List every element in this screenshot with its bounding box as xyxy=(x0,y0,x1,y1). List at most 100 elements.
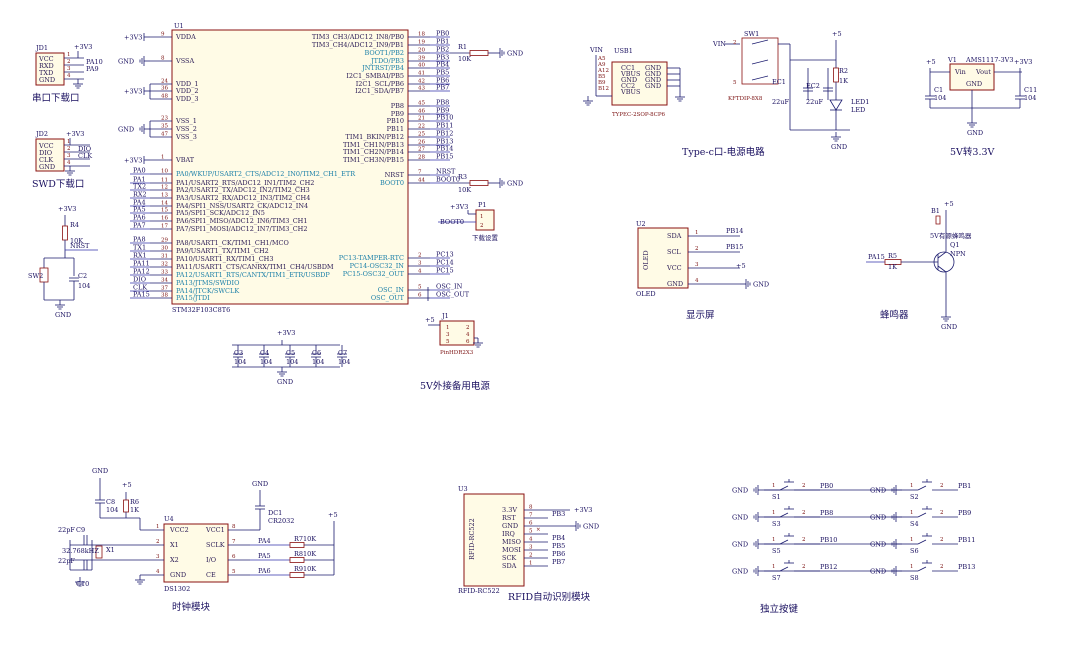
mcu-pin-num: 14 xyxy=(161,201,168,207)
jd2-net: CLK xyxy=(78,152,92,160)
rfid-pin-num: 4 xyxy=(529,537,533,543)
clock-pin-num: 2 xyxy=(156,539,160,545)
mcu-pin-num: 21 xyxy=(418,116,425,122)
mcu-pin-name: TIM1_CH3N/PB15 xyxy=(343,156,404,164)
mcu-pin-num: 46 xyxy=(418,109,425,115)
c10-val: 22pF xyxy=(58,557,75,565)
jd2-pin-name: DIO xyxy=(39,149,52,157)
power-label: +3V3 xyxy=(124,34,142,42)
mcu-body xyxy=(171,29,409,305)
key-pin: 1 xyxy=(910,483,914,489)
mcu-pin-num: 35 xyxy=(161,124,168,130)
c9-val: 22pF xyxy=(58,526,75,534)
mcu-pin-num: 11 xyxy=(161,178,168,184)
usb-vin: VIN xyxy=(589,46,603,54)
mcu-pin-name: PA9/USART1_TX/TIM1_CH2 xyxy=(176,247,269,255)
key-ref: S5 xyxy=(772,547,781,555)
decoupling-cap-val: 104 xyxy=(234,358,246,366)
net-label: PA1 xyxy=(133,176,146,184)
decoupling-cap-ref: C7 xyxy=(338,349,347,357)
decoupling-cap-val: 104 xyxy=(338,358,350,366)
net-label: OSC_IN xyxy=(436,283,463,291)
net-label: PA15 xyxy=(133,291,150,299)
net-label: PB1 xyxy=(436,38,449,46)
mcu-pin-num: 38 xyxy=(161,293,168,299)
j1-pin: 4 xyxy=(466,332,470,338)
c8-val: 104 xyxy=(106,506,118,514)
net-label: PB15 xyxy=(436,153,453,161)
usb-pin-name: CC1 xyxy=(621,64,635,72)
clock-body xyxy=(163,523,229,583)
net-label: PC14 xyxy=(436,259,454,267)
rfid-vert: RFID-RC522 xyxy=(468,518,476,560)
key-net: PB12 xyxy=(820,563,837,571)
mcu-pin-name: I2C1_SCL/PB6 xyxy=(356,80,404,88)
led-icon xyxy=(829,99,843,111)
rfid-pin-num: 6 xyxy=(529,521,533,527)
net-label: PB3 xyxy=(436,54,449,62)
jd1-pin-name: RXD xyxy=(39,62,54,70)
mcu-pin-num: 12 xyxy=(161,185,168,191)
mcu-pin-name: PA10/USART1_RX/TIM1_CH3 xyxy=(176,255,274,263)
j1-part: PinHDR2X3 xyxy=(440,350,474,356)
mcu-pin-num: 27 xyxy=(418,147,425,153)
ground-label: GND xyxy=(732,487,748,495)
usb-pin-name: VBUS xyxy=(620,88,640,96)
mcu-pin-num: 22 xyxy=(418,124,425,130)
key-net: PB9 xyxy=(958,509,971,517)
r6-ref: R6 xyxy=(130,498,139,506)
resistor xyxy=(289,557,305,563)
jd1-vcc: +3V3 xyxy=(74,43,92,51)
usb-pin-num: B5 xyxy=(598,74,606,80)
key-net: PB10 xyxy=(820,536,837,544)
ground-label: GND xyxy=(732,514,748,522)
oled-net: PB14 xyxy=(726,227,743,235)
j1-body xyxy=(439,320,475,346)
mcu-pin-name: TIM1_BKIN/PB12 xyxy=(346,133,404,141)
clock-ref: U4 xyxy=(164,515,174,523)
mcu-pin-num: 9 xyxy=(161,32,165,38)
jd2-pin-name: CLK xyxy=(39,156,53,164)
c1-val: 104 xyxy=(934,94,946,102)
oled-pin-num: 1 xyxy=(695,230,699,236)
mcu-pin-name: PB9 xyxy=(391,110,404,118)
ground-label: GND xyxy=(941,323,957,331)
ec1-ref: EC1 xyxy=(772,78,786,86)
oled-ref: U2 xyxy=(636,220,646,228)
rfid-pin-num: 2 xyxy=(529,553,533,559)
jd1-pin-num: 2 xyxy=(67,59,71,65)
mcu-pin-name: OSC_OUT xyxy=(371,294,405,302)
usb-body xyxy=(611,61,668,106)
sw1-part: KFTDIP-8X8 xyxy=(728,96,763,102)
key-ref: S1 xyxy=(772,493,781,501)
clock-net: PA6 xyxy=(258,567,271,575)
rfid-pin-num: 3 xyxy=(529,545,533,551)
rfid-pin-name: MISO xyxy=(502,538,521,546)
mcu-pin-num: 15 xyxy=(161,208,168,214)
jd2-pin-name: VCC xyxy=(38,142,54,150)
clock-resistor: R810K xyxy=(294,550,316,558)
r5-ref: R5 xyxy=(888,252,897,260)
mcu-pin-num: 3 xyxy=(418,261,422,267)
key-switch xyxy=(917,539,927,545)
mcu-pin-name: PC15-OSC32_OUT xyxy=(343,270,405,278)
reset-r4: R4 xyxy=(70,221,79,229)
key-switch xyxy=(779,485,789,491)
jd1-body xyxy=(35,52,65,86)
mcu-pin-num: 41 xyxy=(418,71,425,77)
decoupling-cap-ref: C6 xyxy=(312,349,321,357)
rfid-pin-name: SDA xyxy=(502,562,517,570)
net-label: TX1 xyxy=(133,244,146,252)
clock-r-vcc: +5 xyxy=(328,511,338,519)
key-switch xyxy=(917,485,927,491)
rfid-ref: U3 xyxy=(458,485,468,493)
oled-pin-name: GND xyxy=(667,280,683,288)
jd2-ref: JD2 xyxy=(35,130,48,138)
r3-ref: R3 xyxy=(458,173,467,181)
net-label: PB10 xyxy=(436,114,453,122)
usb-pin-num: B9 xyxy=(598,80,606,86)
reset-c2v: 104 xyxy=(78,282,90,290)
ec2-val: 22uF xyxy=(806,98,823,106)
key-pin: 2 xyxy=(940,564,944,570)
